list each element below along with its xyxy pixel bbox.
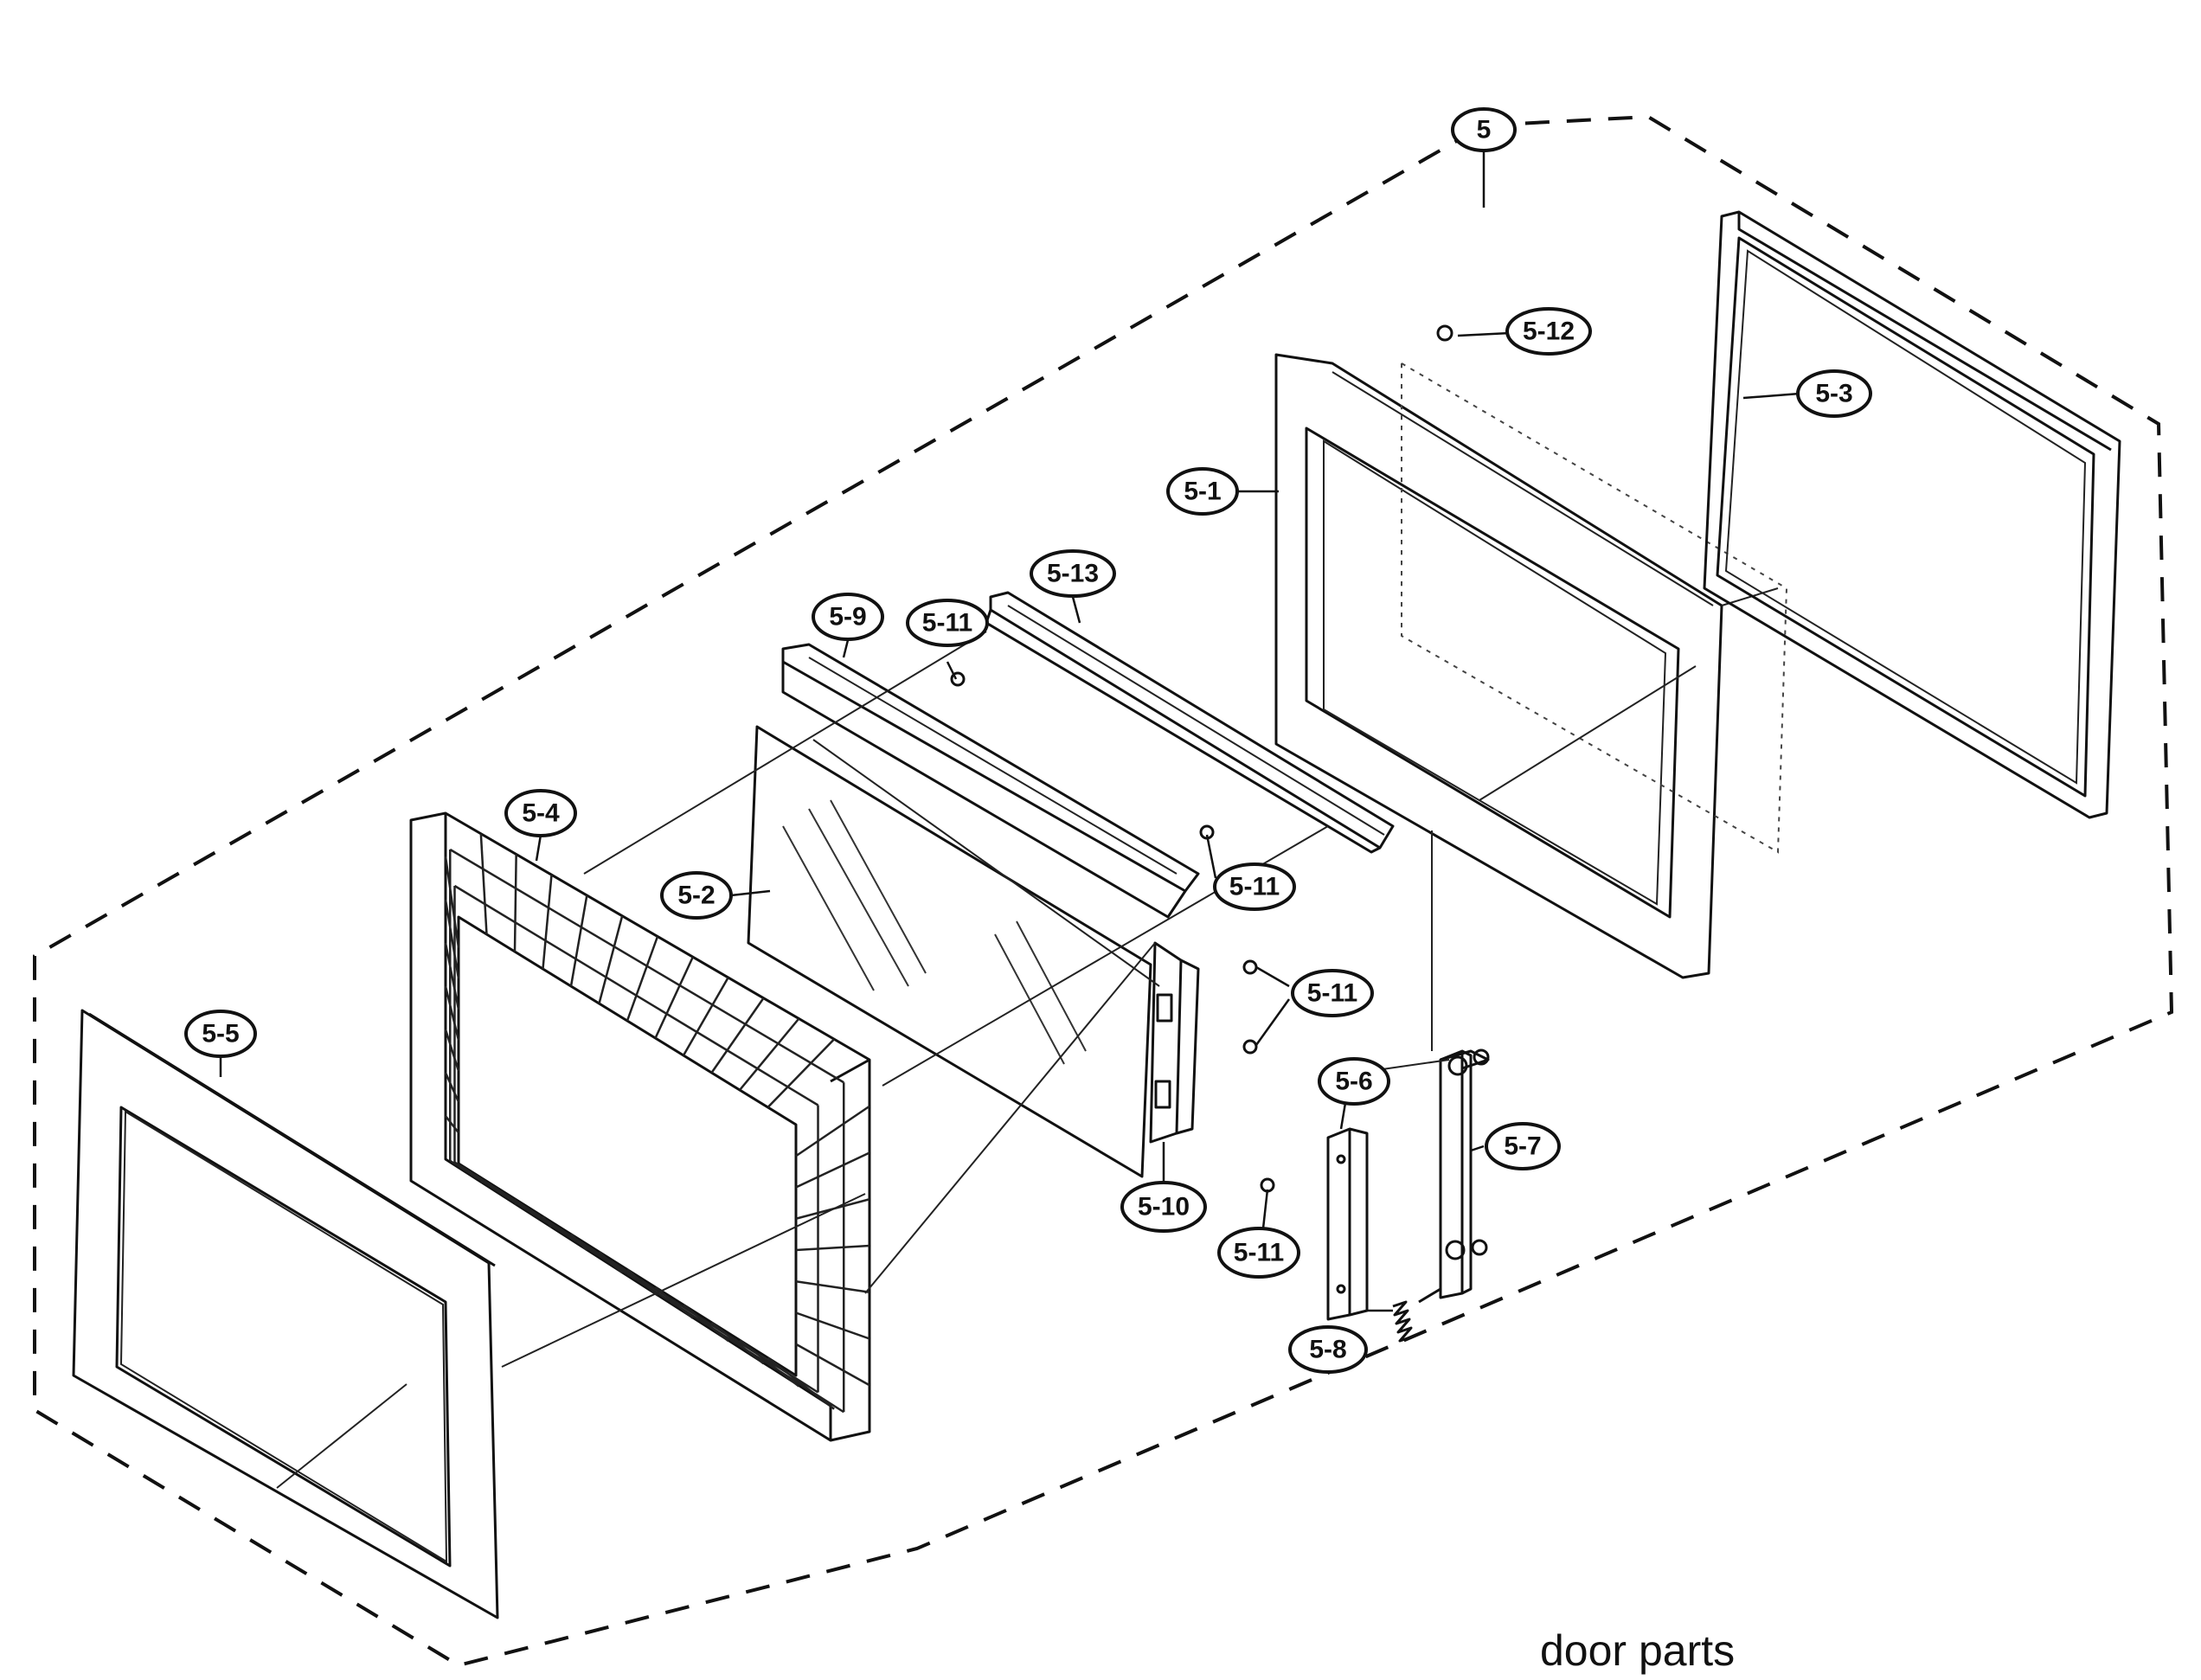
grid-line (444, 1072, 460, 1103)
grid-line (449, 1159, 844, 1414)
grid-line (445, 1115, 459, 1134)
screw (1242, 1039, 1258, 1055)
assembly-boundary (33, 114, 2174, 1668)
callout-label: 5-12 (1523, 317, 1575, 346)
screw (1436, 324, 1453, 342)
grid-line (795, 1311, 870, 1340)
callout-5-2: 5-2 (660, 871, 733, 920)
screw (1242, 959, 1258, 975)
grid-line (739, 1017, 800, 1091)
callout-5-6: 5-6 (1318, 1057, 1390, 1106)
callout-5-11-top: 5-11 (906, 599, 989, 647)
callout-label: 5-11 (1234, 1239, 1284, 1267)
part-lever-bracket (1326, 1127, 1369, 1321)
callout-5-5: 5-5 (184, 1010, 257, 1058)
callout-5: 5 (1451, 107, 1517, 152)
grid-line (479, 833, 488, 935)
part-latch-hinge (1149, 941, 1200, 1144)
grid-line (654, 956, 694, 1039)
part-outer-door-panel (72, 1009, 499, 1619)
grid-line (453, 1161, 819, 1394)
diagram-caption: door parts (1540, 1626, 1735, 1675)
callout-leaders (219, 147, 1800, 1312)
part-door-frame (1274, 353, 1788, 979)
assembly-guide-lines (276, 631, 1697, 1489)
callout-label: 5-11 (922, 609, 972, 638)
callout-label: 5-6 (1335, 1068, 1372, 1096)
part-glass-pane (747, 725, 1152, 1178)
grid-line (449, 848, 844, 1084)
callout-5-7: 5-7 (1485, 1122, 1561, 1170)
callout-5-11-right: 5-11 (1291, 969, 1374, 1017)
grid-line (767, 1038, 836, 1108)
part-choke-cover-frame (1703, 210, 2121, 819)
grid-line (795, 1151, 870, 1189)
grid-line (795, 1244, 870, 1252)
callout-label: 5-7 (1504, 1132, 1541, 1161)
grid-line (795, 1105, 870, 1157)
callout-5-4: 5-4 (504, 789, 577, 837)
grid-line (569, 895, 588, 987)
grid-line (682, 977, 729, 1056)
callout-label: 5-1 (1184, 478, 1221, 506)
grid-line (710, 997, 765, 1074)
grid-line (767, 1356, 835, 1410)
callout-5-11-mid: 5-11 (1213, 862, 1296, 911)
callout-label: 5-5 (202, 1020, 239, 1048)
grid-line (513, 854, 517, 952)
callout-5-1: 5-1 (1166, 467, 1239, 516)
part-latch-lever (1439, 1048, 1490, 1299)
part-inner-door-frame (409, 811, 871, 1442)
grid-line (444, 942, 460, 1010)
callout-5-3: 5-3 (1796, 369, 1872, 418)
part-spring (1392, 1287, 1441, 1343)
callout-label: 5-8 (1309, 1336, 1346, 1364)
grid-line (626, 936, 659, 1022)
grid-line (453, 884, 819, 1106)
screws (950, 324, 1453, 1193)
callout-label: 5-9 (829, 603, 866, 632)
callout-5-11-bottom: 5-11 (1217, 1227, 1300, 1279)
grid-line (542, 875, 553, 970)
grid-line (444, 1029, 460, 1072)
callout-label: 5-11 (1229, 873, 1280, 901)
frame-grid (444, 833, 870, 1414)
part-bracket-rail (781, 643, 1200, 919)
grid-line (795, 1280, 870, 1293)
callout-label: 5-13 (1047, 560, 1099, 588)
screw (1260, 1177, 1275, 1193)
callout-5-13: 5-13 (1030, 549, 1116, 598)
callout-5-10: 5-10 (1120, 1181, 1207, 1233)
callout-label: 5-3 (1815, 380, 1852, 408)
grid-line (444, 899, 460, 979)
callout-5-12: 5-12 (1505, 307, 1592, 356)
callout-5-8: 5-8 (1288, 1325, 1368, 1374)
callout-label: 5-4 (522, 799, 560, 828)
callout-label: 5-2 (677, 882, 715, 910)
screw (950, 671, 966, 687)
part-choke-strip (985, 591, 1395, 854)
callout-label: 5 (1477, 116, 1492, 144)
callout-label: 5-11 (1307, 979, 1357, 1008)
grid-line (598, 915, 624, 1004)
grid-line (444, 985, 460, 1041)
callout-5-9: 5-9 (812, 593, 884, 641)
grid-line (444, 856, 460, 948)
grid-line (795, 1343, 870, 1387)
callout-label: 5-10 (1138, 1193, 1190, 1222)
